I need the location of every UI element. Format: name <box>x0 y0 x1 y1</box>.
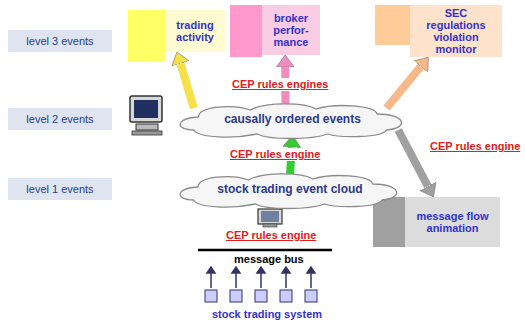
node-text: SEC regulations violation monitor <box>414 7 498 55</box>
node-text: broker perfor- mance <box>266 12 316 48</box>
result-box: message flow animation <box>405 197 500 247</box>
node-text: stock trading event cloud <box>217 183 362 196</box>
result-box: trading activity <box>165 10 225 52</box>
node-text: message flow animation <box>409 210 496 234</box>
node-text: causally ordered events <box>224 113 361 126</box>
node-text: level 3 events <box>26 35 93 47</box>
engine-label: CEP rules engine <box>228 148 322 161</box>
cloud-shape <box>180 174 397 209</box>
block-arrow <box>180 63 193 108</box>
monitor-icon <box>130 96 162 135</box>
block-arrow <box>387 67 421 108</box>
result-box: SEC regulations violation monitor <box>410 5 502 57</box>
color-swatch <box>230 5 262 57</box>
result-box: broker perfor- mance <box>262 5 320 55</box>
color-swatch <box>375 5 410 45</box>
color-swatch <box>373 197 405 247</box>
event-cloud: stock trading event cloud <box>175 170 405 210</box>
block-arrow <box>398 130 428 186</box>
node-text: level 2 events <box>26 113 93 125</box>
engine-label: CEP rules engines <box>230 78 330 91</box>
bus-label: message bus <box>232 253 306 266</box>
cloud-shape <box>180 104 401 139</box>
engine-label: CEP rules engine <box>428 140 522 153</box>
level-band: level 1 events <box>8 178 112 200</box>
level-band: level 3 events <box>8 30 112 52</box>
level-band: level 2 events <box>8 108 112 130</box>
computer-icon <box>258 209 282 227</box>
engine-label: CEP rules engine <box>224 229 318 242</box>
message-bus-line <box>198 249 332 252</box>
event-cloud: causally ordered events <box>175 100 410 140</box>
color-swatch <box>128 10 165 62</box>
node-text: trading activity <box>169 19 221 43</box>
node-text: level 1 events <box>26 183 93 195</box>
trading-system-units <box>205 290 317 302</box>
system-label: stock trading system <box>210 308 324 321</box>
unit-arrows <box>207 267 315 288</box>
